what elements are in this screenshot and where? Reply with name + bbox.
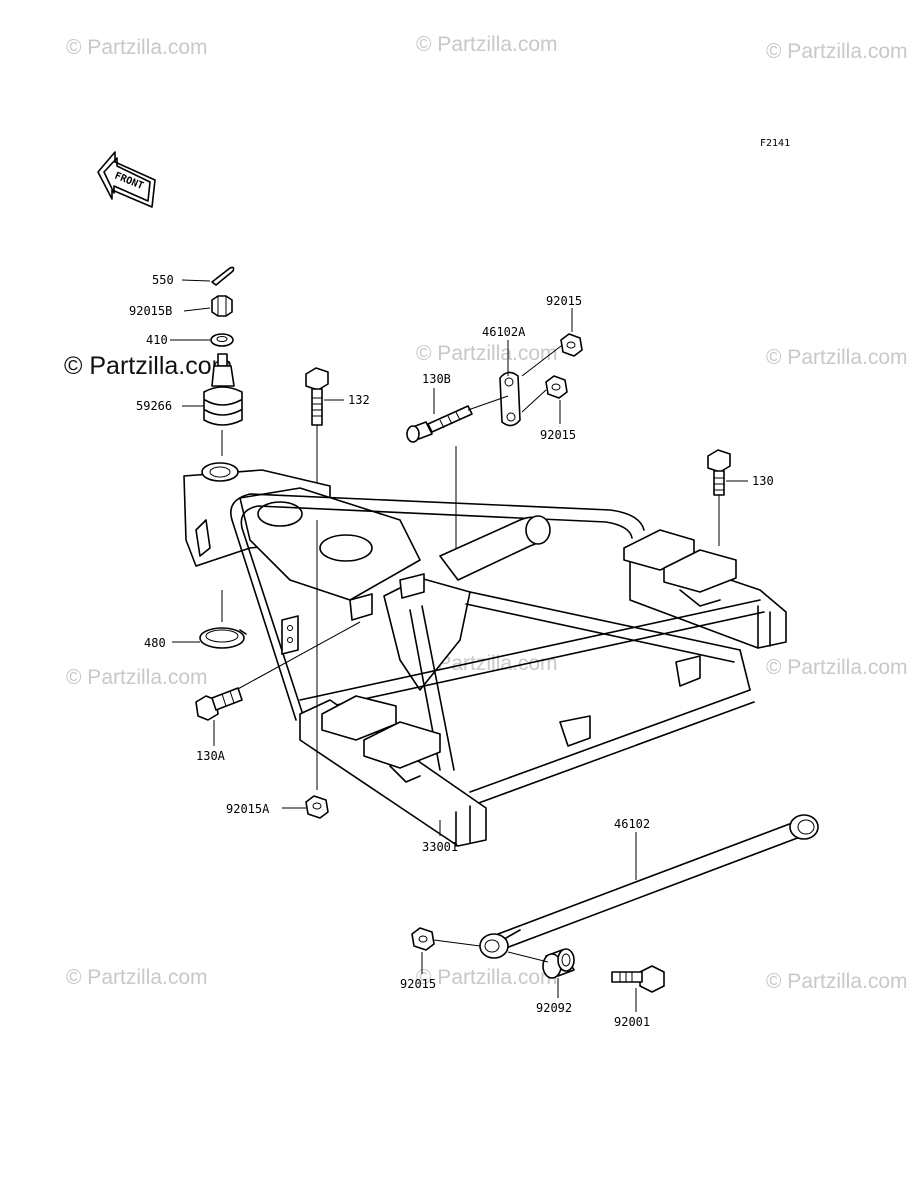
front-arrow-icon: FRONT — [97, 151, 156, 208]
tie-rod-46102 — [479, 814, 819, 959]
part-label-33001[interactable]: 33001 — [422, 840, 459, 854]
part-label-410[interactable]: 410 — [146, 333, 168, 347]
bolt-92001 — [611, 965, 665, 993]
part-label-130[interactable]: 130 — [752, 474, 774, 488]
watermark: © Partzilla.com — [416, 652, 558, 675]
watermark: © Partzilla.com — [416, 966, 558, 989]
watermark: © Partzilla.com — [66, 666, 208, 689]
part-label-550[interactable]: 550 — [152, 273, 174, 287]
part-label-46102[interactable]: 46102 — [614, 817, 651, 831]
part-label-46102A[interactable]: 46102A — [482, 325, 526, 339]
washer-410 — [210, 333, 234, 347]
watermark-dark: © Partzilla.com — [64, 352, 233, 380]
part-label-92015-bottom[interactable]: 92015 — [400, 977, 437, 991]
nut-92015A — [305, 795, 329, 819]
part-label-480[interactable]: 480 — [144, 636, 166, 650]
part-label-130A[interactable]: 130A — [196, 749, 225, 763]
part-label-59266[interactable]: 59266 — [136, 399, 173, 413]
part-label-92001[interactable]: 92001 — [614, 1015, 651, 1029]
nut-92015-mid — [545, 375, 568, 399]
watermark: © Partzilla.com — [766, 970, 908, 993]
part-label-92015A[interactable]: 92015A — [226, 802, 270, 816]
nut-92015-bottom — [411, 927, 481, 951]
plate-46102A — [499, 371, 521, 427]
part-label-92015-top[interactable]: 92015 — [546, 294, 583, 308]
part-label-92092[interactable]: 92092 — [536, 1001, 573, 1015]
circlip-480 — [199, 627, 247, 649]
castle-nut-92015B — [211, 295, 233, 317]
ball-joint-59266 — [203, 353, 243, 456]
watermark: © Partzilla.com — [416, 33, 558, 56]
part-label-92015-mid[interactable]: 92015 — [540, 428, 577, 442]
bolt-130B — [406, 405, 473, 443]
watermark: © Partzilla.com — [766, 40, 908, 63]
watermark: © Partzilla.com — [766, 656, 908, 679]
bolt-130 — [707, 449, 731, 546]
cotter-pin-550 — [211, 266, 235, 286]
part-label-132[interactable]: 132 — [348, 393, 370, 407]
watermark: © Partzilla.com — [416, 342, 558, 365]
part-label-130B[interactable]: 130B — [422, 372, 451, 386]
watermark: © Partzilla.com — [66, 966, 208, 989]
part-label-92015B[interactable]: 92015B — [129, 304, 173, 318]
watermark: © Partzilla.com — [66, 36, 208, 59]
nut-92015-top — [560, 333, 583, 357]
bolt-132 — [305, 367, 329, 508]
watermark: © Partzilla.com — [766, 346, 908, 369]
collar-92092 — [507, 948, 575, 979]
figure-id: F2141 — [760, 138, 791, 149]
bolt-130A — [195, 687, 243, 721]
frame-33001 — [183, 462, 787, 847]
